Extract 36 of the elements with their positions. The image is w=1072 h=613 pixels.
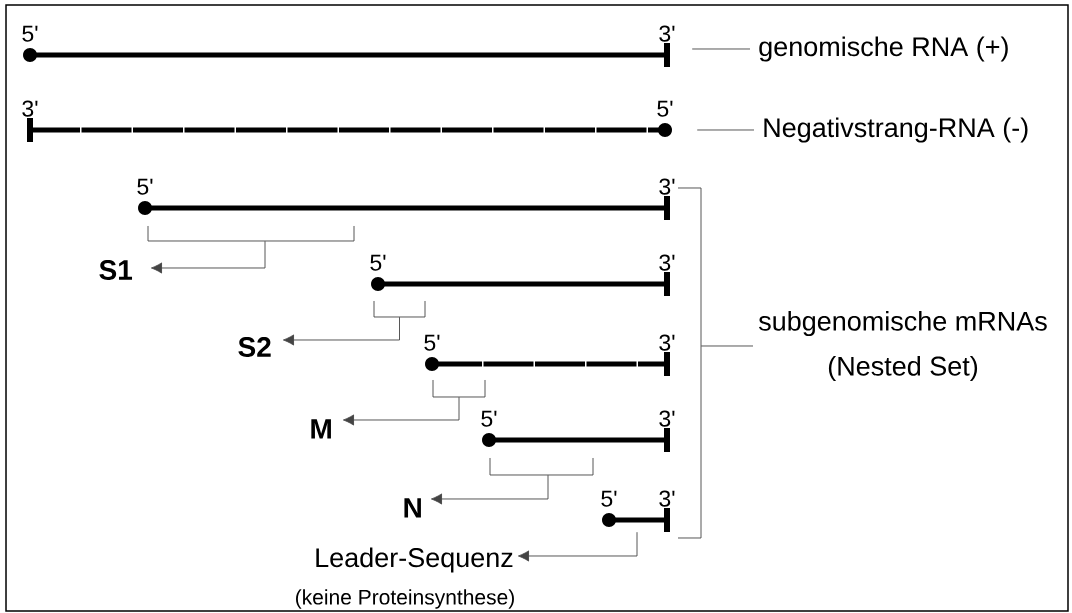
end-label: 3' xyxy=(659,25,675,42)
bracket xyxy=(147,225,355,242)
arrow xyxy=(517,531,638,562)
end-label: 5' xyxy=(22,25,38,42)
label-text: subgenomische mRNAs (Nested Set) xyxy=(758,310,1047,382)
end-label: 5' xyxy=(370,254,386,271)
arrow xyxy=(283,316,400,346)
bracket xyxy=(677,187,702,539)
label-text: genomische RNA (+) xyxy=(759,36,1008,62)
arrow xyxy=(431,474,549,505)
gene-label: S1 xyxy=(99,260,133,280)
bracket xyxy=(489,457,594,476)
gene-label: M xyxy=(311,419,331,439)
leader-line xyxy=(700,345,754,347)
end-label: 3' xyxy=(659,254,675,271)
end-label: 3' xyxy=(659,178,675,195)
gene-label: S2 xyxy=(238,337,271,357)
label-text: Negativstrang-RNA (-) xyxy=(764,117,1028,143)
end-label: 5' xyxy=(657,100,673,117)
note-text: (keine Proteinsynthese) xyxy=(296,589,514,609)
leader-line xyxy=(696,129,755,131)
end-label: 3' xyxy=(22,100,38,117)
end-label: 5' xyxy=(601,490,617,507)
arrow xyxy=(343,396,460,426)
arrow xyxy=(151,240,266,274)
end-label: 5' xyxy=(137,178,153,195)
end-label: 5' xyxy=(481,410,497,427)
end-label: 3' xyxy=(659,334,675,351)
bracket xyxy=(432,379,486,398)
leader-line xyxy=(691,48,751,50)
gene-label: N xyxy=(404,498,421,518)
label-text: Leader-Sequenz xyxy=(316,547,513,573)
bracket xyxy=(373,300,426,318)
end-label: 5' xyxy=(424,334,440,351)
end-label: 3' xyxy=(659,410,675,427)
end-label: 3' xyxy=(659,490,675,507)
